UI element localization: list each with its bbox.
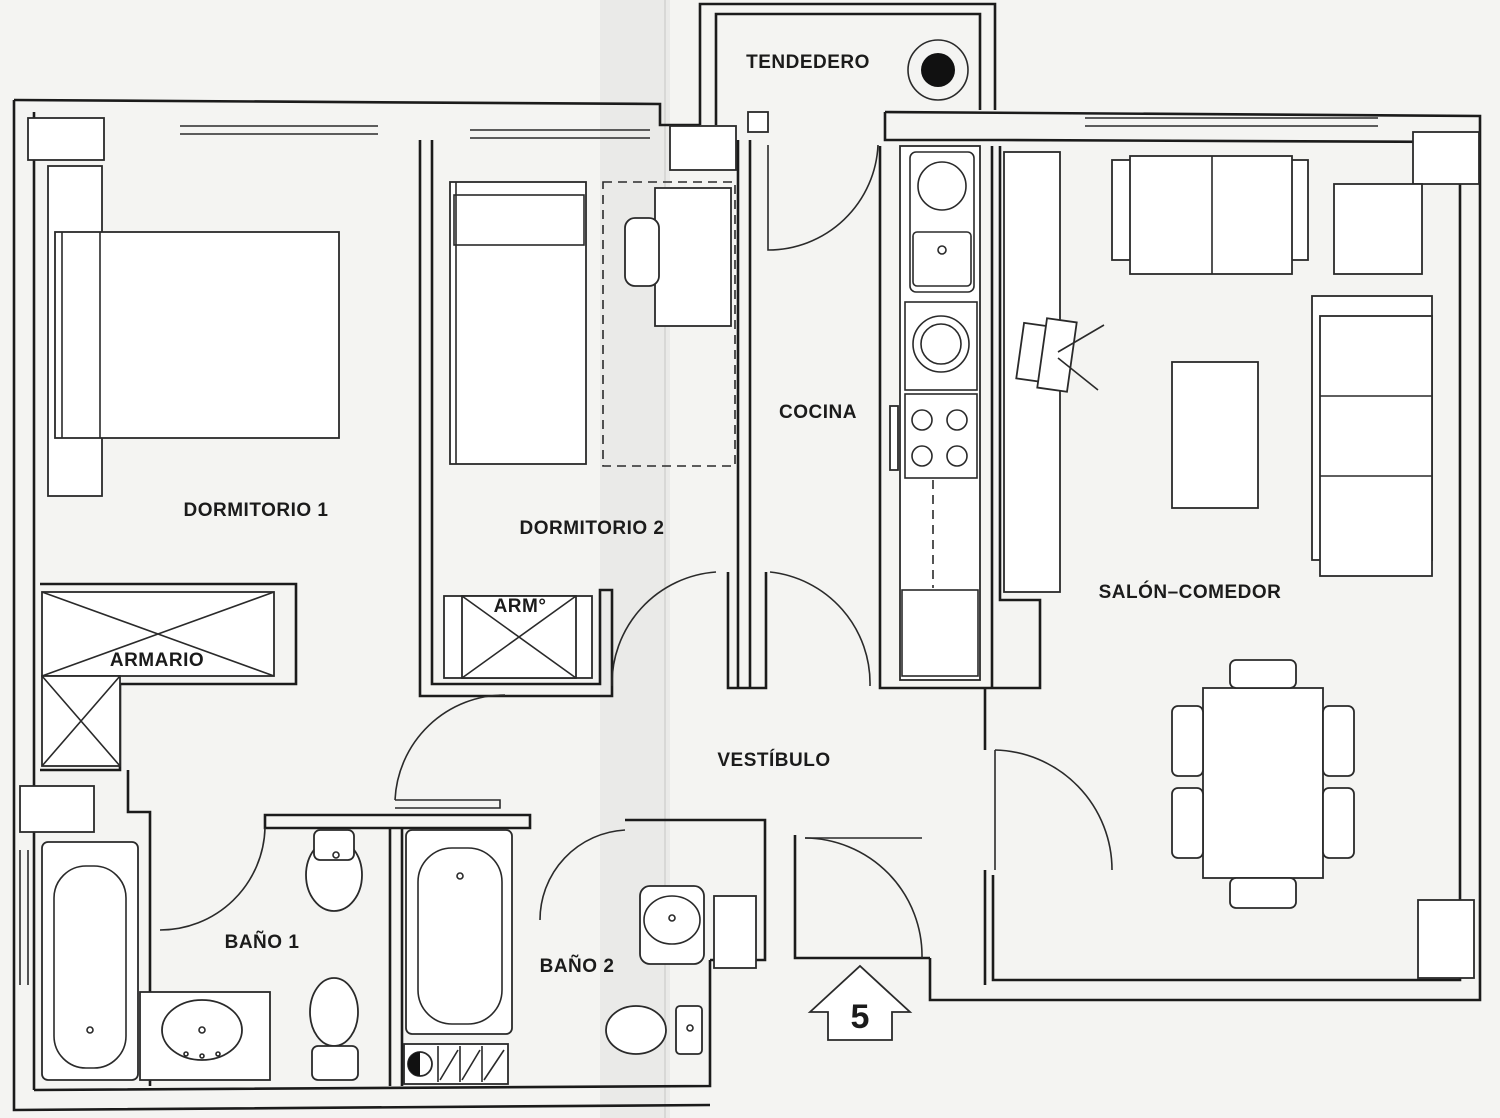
interior-walls (40, 140, 1042, 1086)
room-label-arm: ARM° (494, 596, 547, 617)
room-label-bano-2: BAÑO 2 (540, 955, 615, 977)
furniture (41, 39, 1433, 1085)
room-label-tendedero: TENDEDERO (746, 52, 870, 73)
room-label-bano-1: BAÑO 1 (225, 931, 300, 953)
room-label-vestibulo: VESTÍBULO (717, 749, 830, 771)
room-label-salon-comedor: SALÓN–COMEDOR (1099, 581, 1282, 603)
room-label-dormitorio-1: DORMITORIO 1 (184, 500, 329, 521)
room-label-armario: ARMARIO (110, 650, 204, 671)
door-swings (159, 144, 1113, 959)
room-label-cocina: COCINA (779, 402, 857, 423)
outer-walls (12, 2, 1482, 1112)
unit-number: 5 (851, 998, 870, 1036)
room-label-dormitorio-2: DORMITORIO 2 (520, 518, 665, 539)
unit-arrow (807, 964, 913, 1041)
